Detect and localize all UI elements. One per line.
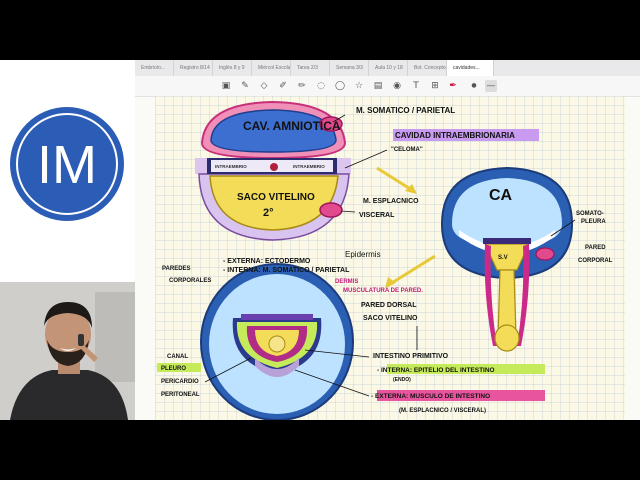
tab-1[interactable]: Registro 8/14 (174, 60, 213, 76)
label-esplacnico-visceral: (M. ESPLACNICO / VISCERAL) (399, 408, 486, 414)
label-intraembrio-left: INTRAEMBRIO (215, 164, 247, 169)
sticker-icon[interactable]: ☆ (353, 80, 365, 92)
presenter-person-icon (0, 282, 135, 420)
shapes-icon[interactable]: ◯ (334, 80, 346, 92)
label-pericardio: PERICARDIO (161, 379, 199, 385)
tab-4[interactable]: Tarea 2/3 (291, 60, 330, 76)
stroke-width-icon[interactable]: — (485, 80, 497, 92)
tab-7[interactable]: Bot. Conceptos (408, 60, 447, 76)
note-canvas: CAV. AMNIOTICA INTRAEMBRIO INTRAEMBRIO S… (155, 96, 625, 420)
tab-0[interactable]: Embriolo... (135, 60, 174, 76)
label-epidermis: Epidermis (345, 250, 381, 259)
pen-icon[interactable]: ✎ (239, 80, 251, 92)
label-celoma: "CELOMA" (391, 147, 423, 153)
label-corporal: CORPORAL (578, 258, 613, 264)
lasso-icon[interactable]: ◌ (315, 80, 327, 92)
text-icon[interactable]: T (410, 80, 422, 92)
link-icon[interactable]: ⊞ (429, 80, 441, 92)
drawing-toolbar: ▣ ✎ ◇ ✐ ✏ ◌ ◯ ☆ ▤ ◉ T ⊞ ✒ ● — (135, 76, 640, 97)
color-dot-icon[interactable]: ● (468, 80, 480, 92)
label-pared-dorsal: PARED DORSAL (361, 302, 417, 309)
tab-6[interactable]: Aula 10 y 18 (369, 60, 408, 76)
photo-icon[interactable]: ▤ (372, 80, 384, 92)
eraser-icon[interactable]: ◇ (258, 80, 270, 92)
tab-2[interactable]: Inglés 8 y 9 (213, 60, 252, 76)
label-saco-vitelino-2: SACO VITELINO (363, 315, 418, 322)
label-peritoneal: PERITONEAL (161, 392, 200, 398)
label-externa-ecto: - EXTERNA: ECTODERMO (223, 258, 311, 265)
label-m-somatico: M. SOMATICO / PARIETAL (356, 106, 455, 115)
label-interna-epitelio: - INTERNA: EPITELIO DEL INTESTINO (377, 367, 495, 374)
label-saco-vitelino: SACO VITELINO (237, 192, 315, 203)
label-corporales: CORPORALES (169, 278, 211, 284)
label-intraembrio-right: INTRAEMBRIO (293, 164, 325, 169)
label-musculatura: MUSCULATURA DE PARED. (343, 288, 423, 294)
image-icon[interactable]: ▣ (220, 80, 232, 92)
label-paredes: PAREDES (162, 266, 191, 272)
pencil-icon[interactable]: ✏ (296, 80, 308, 92)
label-sv: S.V (498, 255, 508, 261)
tab-8[interactable]: cavidades... (447, 60, 494, 76)
label-ca: CA (489, 187, 513, 204)
label-saco-num: 2° (263, 207, 274, 219)
im-logo: IM (8, 105, 126, 223)
highlighter-icon[interactable]: ✐ (277, 80, 289, 92)
logo-letters: IM (37, 135, 97, 195)
label-intestino: INTESTINO PRIMITIVO (373, 353, 449, 360)
label-externa-musculo: - EXTERNA: MUSCULO DE INTESTINO (371, 393, 490, 400)
label-dermis: DERMIS (335, 279, 358, 285)
label-interna-somatico: - INTERNA: M. SOMATICO / PARIETAL (223, 267, 350, 274)
embryo-cross-section-bottom (201, 264, 353, 420)
tab-3[interactable]: Miércol Escolar (252, 60, 291, 76)
label-somato: SOMATO- (576, 211, 604, 217)
label-endo: (ENDO) (393, 377, 411, 383)
embryo-diagram: CAV. AMNIOTICA INTRAEMBRIO INTRAEMBRIO S… (155, 96, 625, 420)
laser-icon[interactable]: ✒ (447, 80, 459, 92)
label-cavidad-intra: CAVIDAD INTRAEMBRIONARIA (395, 131, 515, 140)
label-cav: CAV. AMNIOTICA (243, 119, 341, 133)
camera-icon[interactable]: ◉ (391, 80, 403, 92)
label-pleuro: PLEURO (161, 366, 186, 372)
presenter-video (0, 282, 135, 420)
tab-5[interactable]: Semana 3/3 (330, 60, 369, 76)
label-canal: CANAL (167, 354, 188, 360)
label-m-esplacnico: M. ESPLACNICO (363, 198, 419, 205)
label-pleura: PLEURA (581, 219, 606, 225)
label-visceral: VISCERAL (359, 212, 395, 219)
label-pared: PARED (585, 245, 606, 251)
